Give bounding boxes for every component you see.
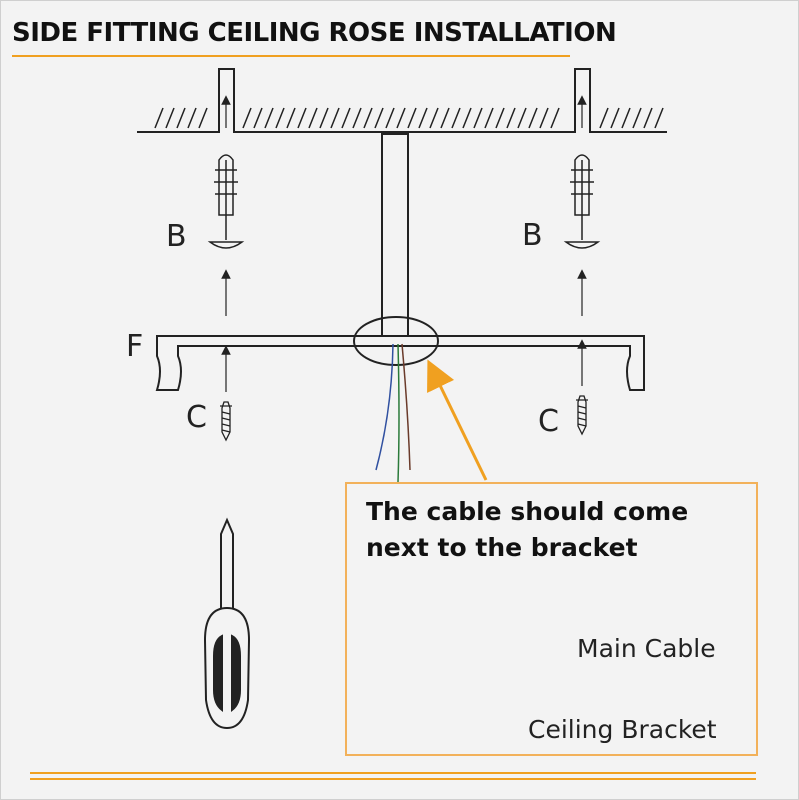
cable-conduit (381, 133, 409, 345)
wire-green (397, 343, 400, 483)
label-c-right: C (538, 404, 559, 439)
bottom-rule-bottom (30, 778, 756, 780)
ceiling-bracket-label: Ceiling Bracket (528, 715, 717, 744)
highlight-ellipse (353, 316, 439, 366)
note-text: The cable should come next to the bracke… (366, 497, 689, 562)
page-title: SIDE FITTING CEILING ROSE INSTALLATION (12, 18, 617, 48)
orange-pointer-arrow (427, 359, 488, 481)
wire-brown (401, 343, 411, 471)
bottom-rule-top (30, 772, 756, 774)
ceiling (137, 68, 667, 133)
wall-plug-left (207, 154, 245, 249)
screwdriver-icon (203, 517, 251, 730)
wire-blue (375, 343, 394, 471)
screw-left (220, 401, 232, 442)
label-c-left: C (186, 400, 207, 435)
screw-right (576, 395, 588, 436)
ceiling-bracket-f (155, 335, 645, 391)
wall-plug-right (563, 154, 601, 249)
title-underline (12, 55, 570, 57)
label-b-right: B (522, 218, 543, 253)
main-cable-label: Main Cable (577, 634, 716, 663)
info-box (345, 482, 758, 756)
label-f: F (126, 329, 144, 364)
label-b-left: B (166, 219, 187, 254)
